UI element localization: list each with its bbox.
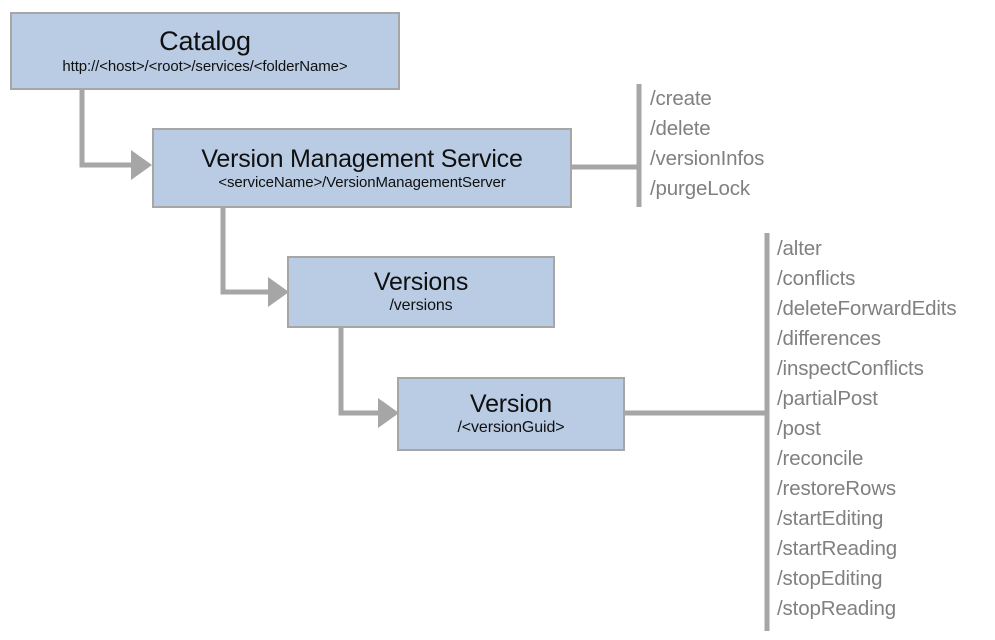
node-catalog[interactable]: Catalog http://<host>/<root>/services/<f… bbox=[10, 12, 400, 90]
operation-item[interactable]: /alter bbox=[777, 237, 822, 260]
operation-item[interactable]: /purgeLock bbox=[650, 177, 750, 200]
node-catalog-title: Catalog bbox=[159, 26, 251, 57]
operation-item[interactable]: /versionInfos bbox=[650, 147, 765, 170]
operation-item[interactable]: /stopReading bbox=[777, 597, 897, 620]
node-version-title: Version bbox=[470, 389, 552, 418]
operation-item[interactable]: /inspectConflicts bbox=[777, 357, 924, 380]
connector-versions-to-version bbox=[338, 328, 380, 416]
operation-item[interactable]: /startReading bbox=[777, 537, 897, 560]
node-version-management-service-title: Version Management Service bbox=[201, 144, 523, 173]
arrowhead-to-service bbox=[131, 150, 152, 180]
operation-list-service: /create/delete/versionInfos/purgeLock bbox=[650, 84, 764, 204]
connector-service-to-versions bbox=[220, 208, 270, 295]
operation-item[interactable]: /conflicts bbox=[777, 267, 856, 290]
operation-item[interactable]: /startEditing bbox=[777, 507, 884, 530]
operation-item[interactable]: /create bbox=[650, 87, 712, 110]
node-version-management-service[interactable]: Version Management Service <serviceName>… bbox=[152, 128, 572, 208]
node-version-path: /<versionGuid> bbox=[457, 419, 565, 437]
operation-list-version: /alter/conflicts/deleteForwardEdits/diff… bbox=[777, 234, 957, 624]
operation-item[interactable]: /partialPost bbox=[777, 387, 878, 410]
node-versions[interactable]: Versions /versions bbox=[287, 256, 555, 328]
operation-item[interactable]: /restoreRows bbox=[777, 477, 896, 500]
connector-catalog-to-service bbox=[79, 90, 133, 168]
operation-item[interactable]: /post bbox=[777, 417, 821, 440]
node-catalog-path: http://<host>/<root>/services/<folderNam… bbox=[62, 57, 348, 75]
operation-item[interactable]: /delete bbox=[650, 117, 711, 140]
node-versions-title: Versions bbox=[373, 267, 469, 296]
operation-item[interactable]: /reconcile bbox=[777, 447, 864, 470]
node-version[interactable]: Version /<versionGuid> bbox=[397, 377, 625, 451]
operation-item[interactable]: /stopEditing bbox=[777, 567, 883, 590]
node-version-management-service-path: <serviceName>/VersionManagementServer bbox=[218, 173, 506, 191]
operation-item[interactable]: /differences bbox=[777, 327, 881, 350]
operation-item[interactable]: /deleteForwardEdits bbox=[777, 297, 957, 320]
arrowhead-to-versions bbox=[268, 277, 289, 307]
arrowhead-to-version bbox=[378, 398, 399, 428]
node-versions-path: /versions bbox=[389, 297, 453, 315]
